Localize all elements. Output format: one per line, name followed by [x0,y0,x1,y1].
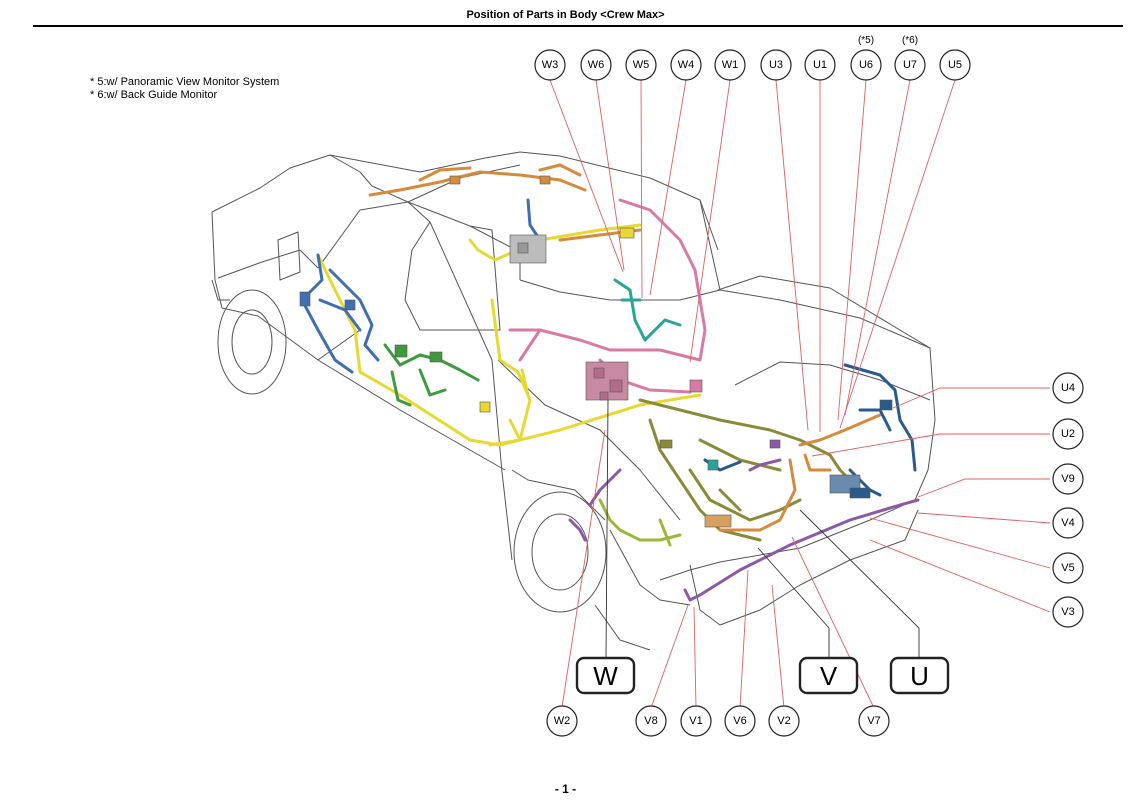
svg-text:W6: W6 [588,59,605,71]
svg-text:V4: V4 [1061,517,1074,529]
title-rule [33,25,1123,27]
svg-text:V2: V2 [777,715,790,727]
svg-text:W3: W3 [542,59,559,71]
connector-v9: V9 [1052,463,1084,495]
svg-text:V9: V9 [1061,473,1074,485]
svg-text:W1: W1 [722,59,739,71]
svg-text:W: W [593,661,618,691]
footnote-mark-u6: (*5) [858,35,874,46]
connector-w1: W1 [714,49,746,81]
harness-group-labels: W V U [575,656,950,695]
harness-teal [613,278,682,342]
harness-lime [598,498,682,547]
group-w: W [575,656,636,695]
connector-v8: V8 [635,705,667,737]
harness-blue [300,198,542,374]
harness-orange-roof [368,163,642,242]
connector-v5: V5 [1052,552,1084,584]
connector-w4: W4 [670,49,702,81]
page-number: - 1 - [554,782,577,796]
footnotes: * 5:w/ Panoramic View Monitor System * 6… [90,76,279,102]
svg-text:V5: V5 [1061,562,1074,574]
svg-text:U5: U5 [948,59,962,71]
top-connector-labels: W3 W6 W5 W4 W1 U3 U1 U6 (*5) [534,35,971,81]
connector-u6: U6 (*5) [850,35,882,81]
connector-v2: V2 [768,705,800,737]
wire-harnesses [300,163,920,602]
svg-text:U4: U4 [1061,382,1075,394]
svg-text:U: U [910,661,929,691]
truck-outline [211,151,936,651]
connector-v6: V6 [724,705,756,737]
harness-purple [568,458,920,602]
connector-w3: W3 [534,49,566,81]
connector-w6: W6 [580,49,612,81]
connector-u3: U3 [760,49,792,81]
bottom-connector-labels: W2 V8 V1 V6 V2 V7 [546,705,890,737]
svg-text:U1: U1 [813,59,827,71]
svg-text:V6: V6 [733,715,746,727]
footnote-mark-u7: (*6) [902,35,918,46]
svg-text:V1: V1 [689,715,702,727]
harness-pink [508,198,707,394]
svg-text:V8: V8 [644,715,657,727]
svg-text:U7: U7 [903,59,917,71]
connector-w2: W2 [546,705,578,737]
footnote-5: * 5:w/ Panoramic View Monitor System [90,76,280,88]
svg-text:W4: W4 [678,59,695,71]
connector-blocks [299,175,893,528]
svg-text:U2: U2 [1061,428,1075,440]
connector-u2: U2 [1052,418,1084,450]
footnote-6: * 6:w/ Back Guide Monitor [90,89,218,101]
svg-text:V: V [820,661,838,691]
svg-text:V3: V3 [1061,606,1074,618]
svg-text:W2: W2 [554,715,571,727]
connector-u5: U5 [939,49,971,81]
connector-v1: V1 [680,705,712,737]
connector-u1: U1 [804,49,836,81]
leader-lines [549,79,1051,709]
connector-v7: V7 [858,705,890,737]
connector-v3: V3 [1052,596,1084,628]
connector-v4: V4 [1052,507,1084,539]
connector-w5: W5 [625,49,657,81]
group-leaders [605,399,920,661]
svg-text:W5: W5 [633,59,650,71]
group-u: U [889,656,950,695]
connector-u7: U7 (*6) [894,35,926,81]
svg-text:U3: U3 [769,59,783,71]
harness-olive [638,398,852,542]
connector-u4: U4 [1052,372,1084,404]
svg-text:U6: U6 [859,59,873,71]
right-connector-labels: U4 U2 V9 V4 V5 V3 [1052,372,1084,628]
svg-text:V7: V7 [867,715,880,727]
group-v: V [798,656,859,695]
harness-orange-bed [718,413,882,532]
page-title: Position of Parts in Body <Crew Max> [466,9,665,21]
